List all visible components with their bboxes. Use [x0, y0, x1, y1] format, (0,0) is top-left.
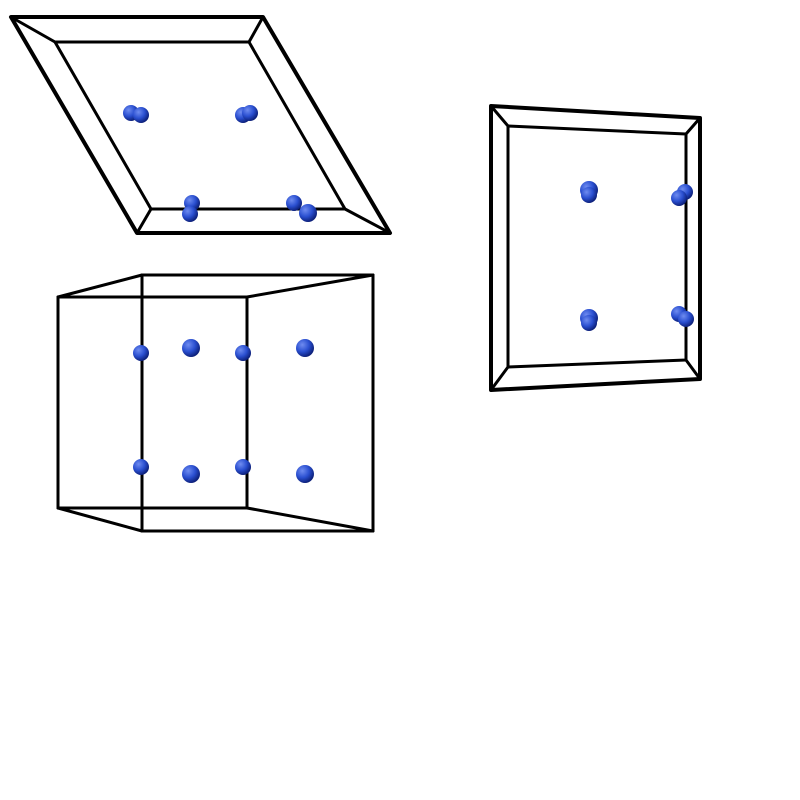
top-view-cell — [9, 15, 392, 235]
top-view-outer-edge — [9, 15, 392, 235]
atom — [581, 315, 597, 331]
top-view-corner-edge — [9, 15, 57, 44]
atom — [299, 204, 317, 222]
side-view-atoms — [580, 181, 694, 331]
atom — [581, 187, 597, 203]
atom — [133, 107, 149, 123]
atom — [235, 345, 251, 361]
atom — [182, 465, 200, 483]
side-view-inner-edge — [506, 124, 688, 369]
atom — [133, 459, 149, 475]
side-view-cell — [489, 104, 702, 392]
top-view-corner-edge — [343, 207, 392, 235]
atom — [296, 339, 314, 357]
side-view-corner-edge — [684, 116, 702, 136]
atom — [296, 465, 314, 483]
atom — [678, 311, 694, 327]
atom — [671, 190, 687, 206]
perspective-edge — [245, 273, 375, 299]
perspective-view-cell — [56, 273, 375, 533]
perspective-view-atoms — [133, 339, 314, 483]
side-view-outer-edge — [489, 104, 702, 392]
top-view-corner-edge — [247, 15, 265, 44]
side-view-corner-edge — [489, 365, 510, 392]
side-view-corner-edge — [684, 358, 702, 381]
perspective-view-frame — [56, 273, 375, 533]
side-view-frame — [489, 104, 702, 392]
perspective-edge — [56, 506, 144, 533]
atom — [182, 339, 200, 357]
atom — [133, 345, 149, 361]
perspective-edge — [245, 506, 375, 533]
top-view-corner-edge — [135, 207, 153, 235]
atom — [235, 459, 251, 475]
side-view-corner-edge — [489, 104, 510, 128]
top-view-atoms — [123, 105, 317, 222]
top-view-frame — [9, 15, 392, 235]
atom — [242, 105, 258, 121]
top-view-inner-edge — [53, 40, 347, 211]
atom — [286, 195, 302, 211]
atom — [182, 206, 198, 222]
perspective-edge — [56, 273, 144, 299]
